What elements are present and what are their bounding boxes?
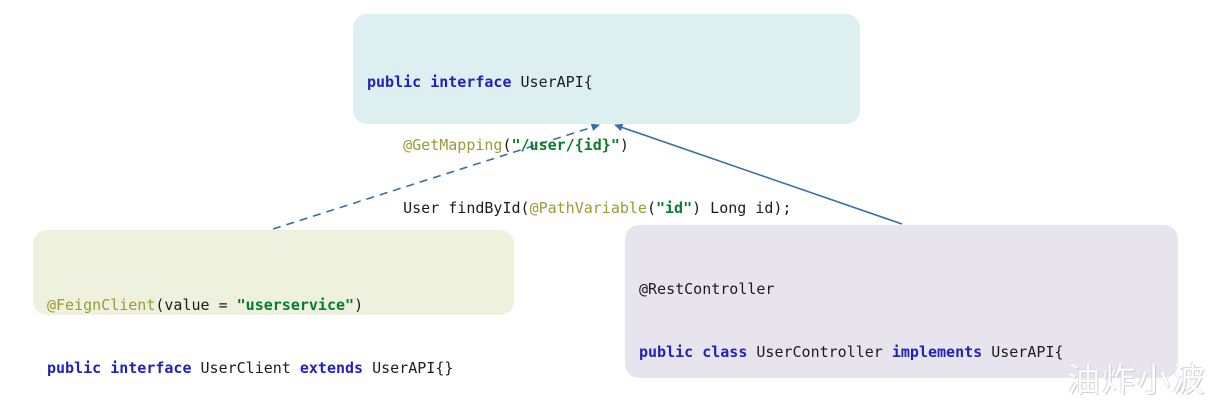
userapi-line-1: public interface UserAPI{ [367,72,860,93]
userapi-l2-annotation: @GetMapping [403,136,503,154]
code-box-userclient: @FeignClient(value = "userservice") publ… [33,230,514,377]
userclient-l2-keyword1: public interface [47,359,192,377]
usercontroller-l1-annotation: @RestController [639,280,775,298]
usercontroller-line-1: @RestController [639,279,1178,300]
userapi-line-2: @GetMapping("/user/{id}") [367,135,860,156]
userapi-l3-annotation: @PathVariable [529,199,647,217]
userapi-l3-pre: User findById( [403,199,530,217]
code-box-userapi: public interface UserAPI{ @GetMapping("/… [353,14,860,280]
code-box-usercontroller: @RestController public class UserControl… [625,225,1178,378]
userclient-l1-mid: (value = [155,296,237,314]
userclient-l1-end: ) [354,296,364,314]
userapi-l1-keyword: public interface [367,73,512,91]
userapi-l3-indent [367,199,403,217]
userapi-l2-paren-close: ) [619,136,629,154]
usercontroller-l2-keyword1: public class [639,343,748,361]
userclient-l2-end: UserAPI{} [363,359,454,377]
usercontroller-line-2: public class UserController implements U… [639,342,1178,363]
userclient-l1-string: "userservice" [236,296,355,314]
userapi-l3-paren-open: ( [646,199,656,217]
userapi-l2-paren-open: ( [502,136,512,154]
userapi-l3-string: "id" [656,199,693,217]
watermark: 油炸小波 [1067,360,1207,399]
userapi-l2-string: "/user/{id}" [511,136,620,154]
usercontroller-l2-keyword2: implements [891,343,983,361]
usercontroller-l2-mid: UserController [747,343,892,361]
usercontroller-l2-end: UserAPI{ [982,343,1064,361]
userapi-line-3: User findById(@PathVariable("id") Long i… [367,198,860,219]
userapi-l3-post: ) Long id); [692,199,792,217]
userapi-l2-indent [367,136,403,154]
userapi-l1-rest: UserAPI{ [511,73,593,91]
userclient-l2-keyword2: extends [299,359,364,377]
userclient-l1-annotation: @FeignClient [47,296,156,314]
userclient-line-1: @FeignClient(value = "userservice") [47,295,514,316]
userclient-l2-mid: UserClient [191,359,300,377]
userclient-line-2: public interface UserClient extends User… [47,358,514,379]
